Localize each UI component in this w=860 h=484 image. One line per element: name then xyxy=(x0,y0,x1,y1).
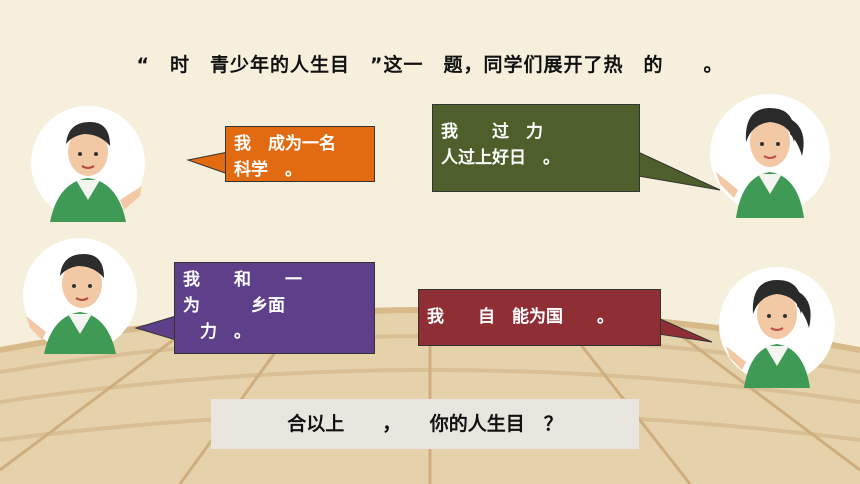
speech-bubble-green: 我 过 力 人过上好日 。 xyxy=(432,104,640,192)
student-boy-icon xyxy=(23,238,137,354)
speech-bubble-purple: 我 和 一 为 乡面 力 。 xyxy=(174,262,375,354)
student-girl-icon xyxy=(710,94,830,218)
summary-question: 合以上 ， 你的人生目 ？ xyxy=(211,399,639,449)
page-title: “ 时 青少年的人生目 ”这一 题，同学们展开了热 的 。 xyxy=(136,54,724,76)
speech-bubble-red: 我 自 能为国 。 xyxy=(418,289,661,346)
student-girl-icon xyxy=(719,267,835,388)
student-boy-icon xyxy=(31,106,145,222)
speech-bubble-orange: 我 成为一名 科学 。 xyxy=(225,126,375,182)
